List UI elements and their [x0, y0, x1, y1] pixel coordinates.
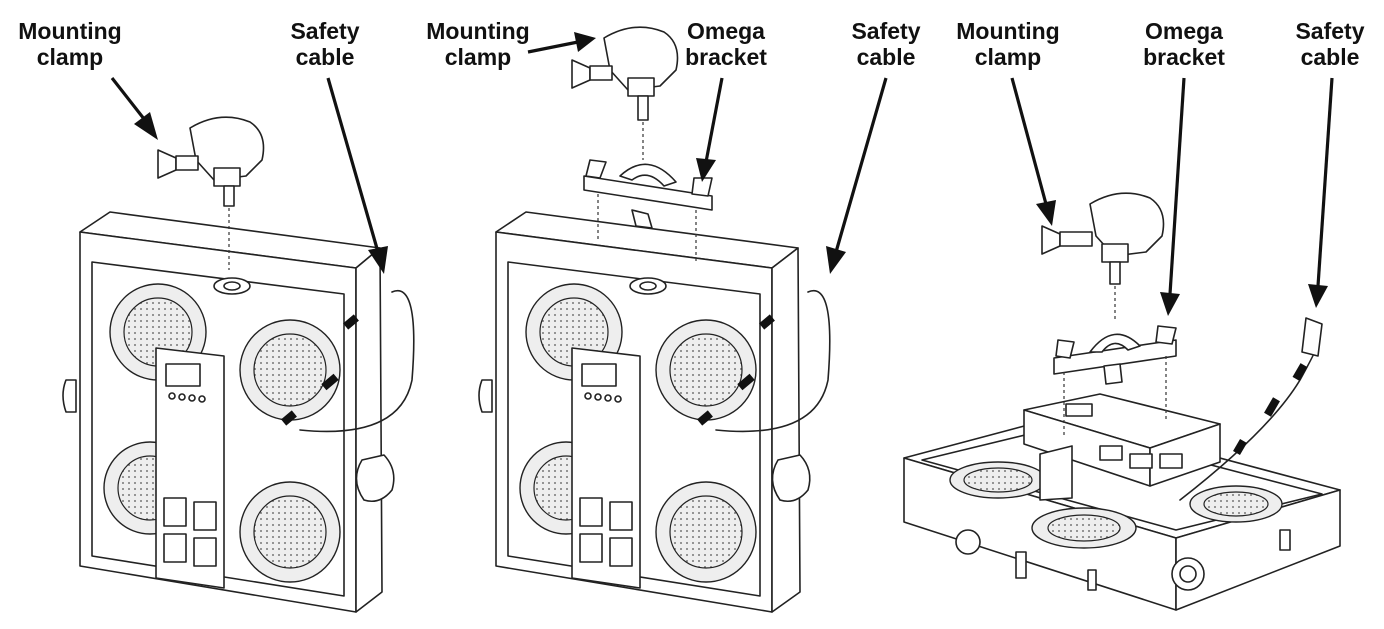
label-line: Mounting	[956, 18, 1060, 44]
panel-1-speaker-tr	[239, 319, 341, 421]
callout-arrows	[110, 32, 1334, 316]
label-line: Omega	[687, 18, 765, 44]
arrow-p1-clamp	[110, 77, 158, 140]
panel-3-speaker-right	[1189, 485, 1283, 523]
label-p3-safety-cable: Safety cable	[1282, 18, 1378, 70]
label-line: clamp	[974, 44, 1042, 70]
panel-1-cable-path	[299, 289, 415, 433]
panel-1-illustration	[62, 116, 415, 613]
arrow-p3-safety	[1308, 77, 1334, 308]
panel-3-illustration	[903, 192, 1341, 611]
arrow-p1-safety	[326, 77, 388, 274]
label-p1-safety-cable: Safety cable	[275, 18, 375, 70]
panel-3-omega-bracket	[1053, 325, 1177, 436]
panel-2-fixture	[478, 211, 831, 613]
panel-3-mounting-clamp	[1041, 192, 1165, 320]
panel-3-speaker-left	[949, 461, 1047, 499]
panel-2-illustration	[478, 26, 831, 613]
label-p2-omega-bracket: Omega bracket	[676, 18, 776, 70]
label-line: Omega	[1145, 18, 1223, 44]
arrow-p3-clamp	[1010, 77, 1056, 226]
label-p3-mounting-clamp: Mounting clamp	[948, 18, 1068, 70]
label-line: Safety	[851, 18, 921, 44]
panel-1-control-module	[155, 347, 225, 589]
label-line: clamp	[444, 44, 512, 70]
label-line: cable	[1300, 44, 1360, 70]
label-line: cable	[295, 44, 355, 70]
label-line: Safety	[1295, 18, 1365, 44]
panel-2-mounting-clamp	[571, 26, 679, 160]
label-line: clamp	[36, 44, 104, 70]
label-line: Mounting	[18, 18, 122, 44]
panel-2-speaker-tr	[655, 319, 757, 421]
label-line: cable	[856, 44, 916, 70]
arrow-p2-safety	[826, 77, 888, 274]
label-p3-omega-bracket: Omega bracket	[1134, 18, 1234, 70]
arrow-p2-omega	[696, 77, 724, 182]
label-line: bracket	[1143, 44, 1225, 70]
label-line: bracket	[685, 44, 767, 70]
panel-2-omega-bracket	[583, 159, 713, 262]
label-line: Safety	[290, 18, 360, 44]
panel-1-fixture	[62, 211, 415, 613]
panel-2-control-module	[571, 347, 641, 589]
arrow-p2-clamp	[527, 32, 596, 54]
panel-1-mounting-clamp	[157, 116, 265, 270]
label-p2-safety-cable: Safety cable	[836, 18, 936, 70]
panel-1-speaker-br	[239, 481, 341, 583]
label-line: Mounting	[426, 18, 530, 44]
panel-2-speaker-br	[655, 481, 757, 583]
arrow-p3-omega	[1160, 77, 1186, 316]
panel-3-control-module	[1023, 393, 1221, 501]
label-p1-mounting-clamp: Mounting clamp	[10, 18, 130, 70]
panel-3-speaker-front	[1031, 507, 1137, 549]
label-p2-mounting-clamp: Mounting clamp	[418, 18, 538, 70]
panel-3-fixture	[903, 317, 1341, 611]
panel-2-cable-path	[715, 289, 831, 433]
